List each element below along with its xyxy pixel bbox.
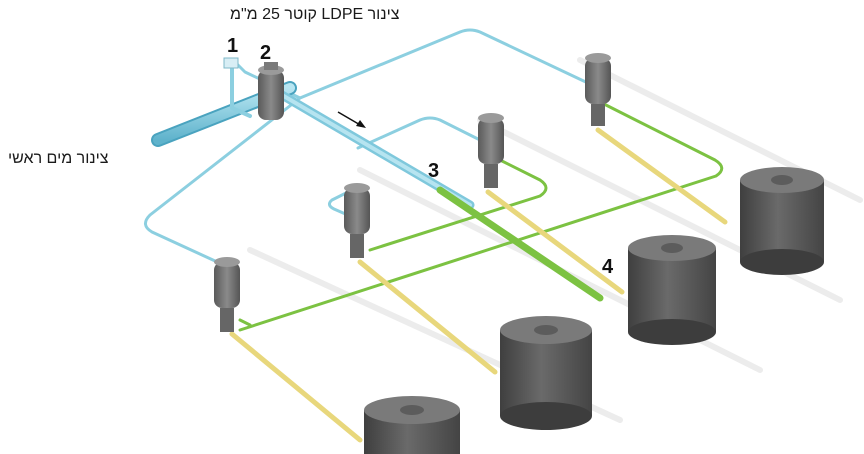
main-water-pipe [151,81,475,210]
green-pipes [238,100,724,332]
injector-3 [478,113,504,188]
injector-2 [344,183,370,258]
ldpe-pipe-label: צינור LDPE קוטר 25 מ"מ [230,6,400,23]
callout-number-1: 1 [227,35,239,57]
tank-2 [500,316,592,430]
callout-number-3: 3 [428,160,440,182]
ldpe-outer-loop [233,28,592,100]
ldpe-inner-loop [327,188,354,218]
ldpe-mid-loop [356,116,482,150]
main-water-pipe-label: צינור מים ראשי [8,150,109,167]
green-right-loop [238,100,724,332]
ldpe-pipes [144,28,592,268]
ldpe-left-loop [144,96,302,268]
tube-2 [357,259,498,375]
tube-1 [229,331,363,443]
tank-3 [628,235,716,345]
tank-1 [364,396,460,454]
yellow-tubes [229,127,728,443]
tube-3 [485,189,625,295]
green-mid-loop [368,158,548,252]
callout-number-2: 2 [260,42,272,64]
callout-number-4: 4 [602,256,614,278]
injector-4 [585,53,611,126]
valve-riser [223,57,252,118]
injector-1 [214,257,240,332]
tube-4 [595,127,728,225]
flow-arrow [337,111,366,128]
green-main [436,186,604,302]
green-left-loop [238,318,252,327]
injector-main [258,62,284,120]
tank-4 [740,167,824,275]
